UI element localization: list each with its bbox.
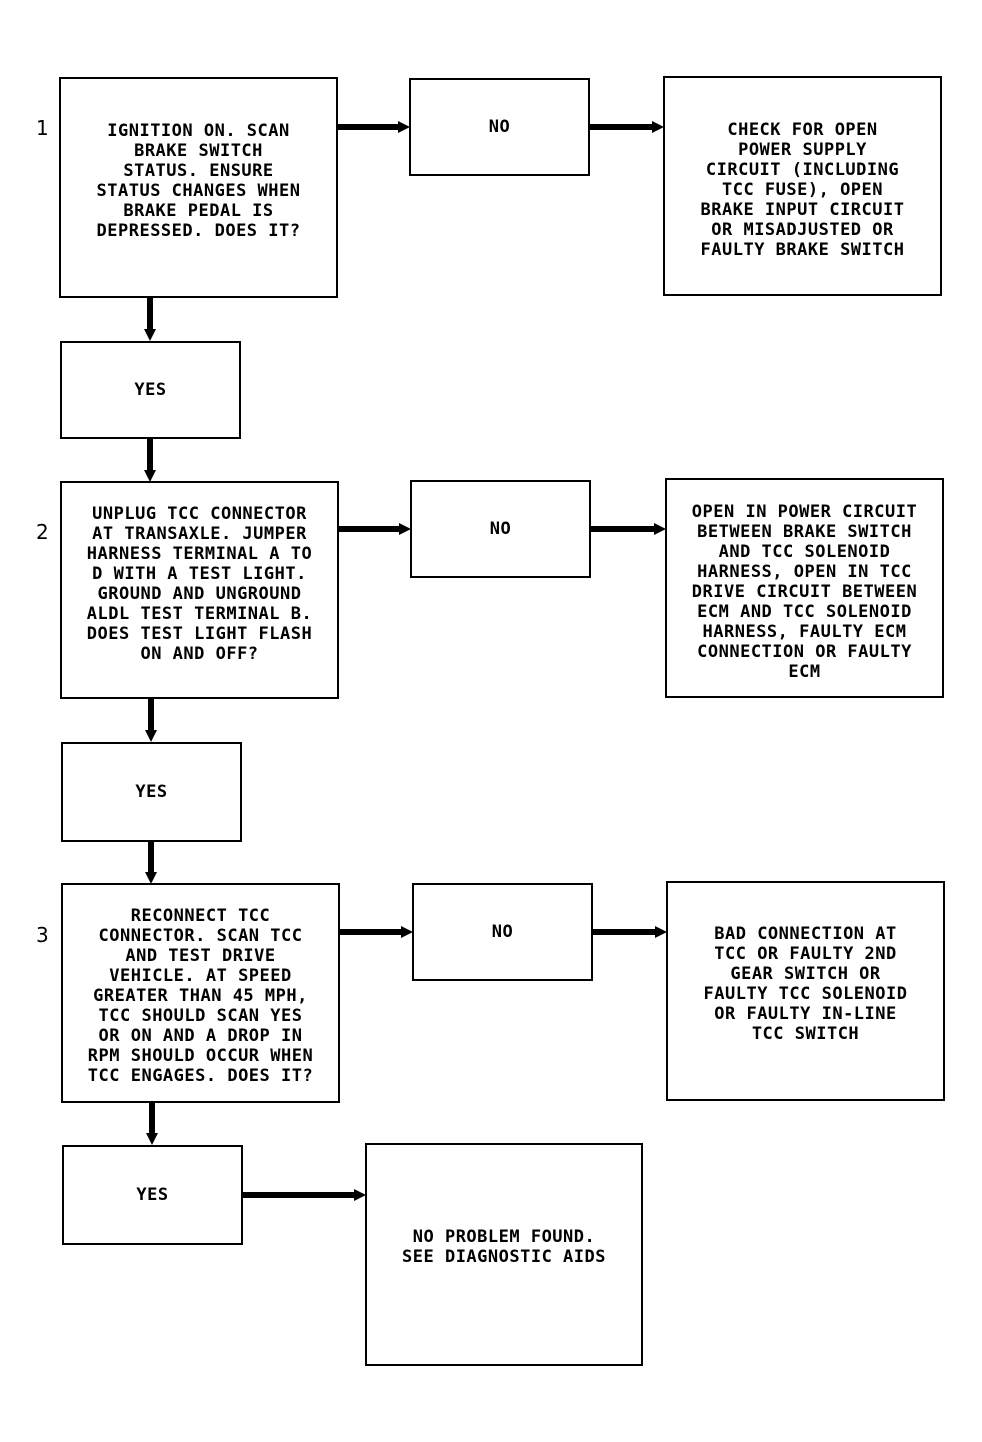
- yes-box-2: YES: [61, 742, 242, 842]
- question-text-1: IGNITION ON. SCAN BRAKE SWITCH STATUS. E…: [96, 121, 301, 241]
- no-result-box-2: OPEN IN POWER CIRCUIT BETWEEN BRAKE SWIT…: [665, 478, 944, 698]
- arrowhead-icon: [144, 470, 156, 482]
- step-number-3: 3: [36, 923, 49, 947]
- arrowhead-icon: [354, 1189, 366, 1201]
- question-text-2: UNPLUG TCC CONNECTOR AT TRANSAXLE. JUMPE…: [86, 504, 313, 664]
- question-box-2: UNPLUG TCC CONNECTOR AT TRANSAXLE. JUMPE…: [60, 481, 339, 699]
- no-box-3: NO: [412, 883, 593, 981]
- question-text-3: RECONNECT TCC CONNECTOR. SCAN TCC AND TE…: [87, 906, 314, 1086]
- no-result-text-2: OPEN IN POWER CIRCUIT BETWEEN BRAKE SWIT…: [691, 502, 918, 682]
- final-result-box: NO PROBLEM FOUND. SEE DIAGNOSTIC AIDS: [365, 1143, 643, 1366]
- arrowhead-icon: [399, 523, 411, 535]
- no-result-text-1: CHECK FOR OPEN POWER SUPPLY CIRCUIT (INC…: [700, 120, 905, 260]
- arrowhead-icon: [145, 730, 157, 742]
- arrowhead-icon: [654, 523, 666, 535]
- arrowhead-icon: [144, 329, 156, 341]
- arrowhead-icon: [652, 121, 664, 133]
- final-result-text: NO PROBLEM FOUND. SEE DIAGNOSTIC AIDS: [402, 1227, 606, 1267]
- no-box-1: NO: [409, 78, 590, 176]
- yes-label-3: YES: [136, 1185, 169, 1205]
- arrowhead-icon: [146, 1133, 158, 1145]
- no-label-3: NO: [491, 922, 514, 942]
- no-label-2: NO: [489, 519, 512, 539]
- yes-box-3: YES: [62, 1145, 243, 1245]
- yes-box-1: YES: [60, 341, 241, 439]
- no-result-text-3: BAD CONNECTION AT TCC OR FAULTY 2ND GEAR…: [703, 924, 908, 1044]
- no-box-2: NO: [410, 480, 591, 578]
- question-box-1: IGNITION ON. SCAN BRAKE SWITCH STATUS. E…: [59, 77, 338, 298]
- arrowhead-icon: [655, 926, 667, 938]
- step-number-2: 2: [36, 520, 49, 544]
- arrowhead-icon: [398, 121, 410, 133]
- yes-label-2: YES: [135, 782, 168, 802]
- step-number-1: 1: [36, 116, 49, 140]
- arrowhead-icon: [145, 872, 157, 884]
- yes-label-1: YES: [134, 380, 167, 400]
- no-result-box-1: CHECK FOR OPEN POWER SUPPLY CIRCUIT (INC…: [663, 76, 942, 296]
- no-result-box-3: BAD CONNECTION AT TCC OR FAULTY 2ND GEAR…: [666, 881, 945, 1101]
- question-box-3: RECONNECT TCC CONNECTOR. SCAN TCC AND TE…: [61, 883, 340, 1103]
- no-label-1: NO: [488, 117, 511, 137]
- arrowhead-icon: [401, 926, 413, 938]
